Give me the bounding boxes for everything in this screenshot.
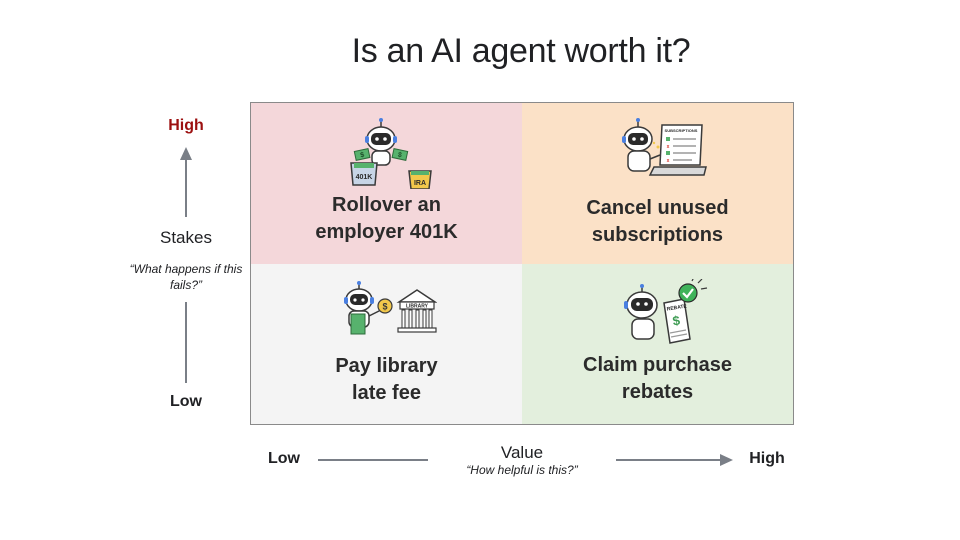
page-title: Is an AI agent worth it?	[351, 32, 691, 70]
quadrant-high-stakes-high-value: SUBSCRIPTIONS x x Cancel unused subscrip…	[522, 103, 793, 264]
quadrant-low-stakes-low-value: $ LIBRARY Pay library late fee	[251, 264, 522, 424]
y-axis-title: Stakes	[160, 228, 212, 247]
y-axis-low-label: Low	[170, 393, 202, 410]
svg-text:$: $	[672, 312, 682, 328]
svg-text:x: x	[667, 158, 670, 164]
x-axis-high-label: High	[749, 450, 785, 467]
quadrant-label-claim-rebates: Claim purchase rebates	[583, 354, 732, 403]
robot-library-icon: $ LIBRARY	[344, 281, 437, 335]
svg-text:$: $	[360, 152, 365, 160]
quadrant-label-cancel-subscriptions: Cancel unused subscriptions	[586, 197, 729, 246]
x-axis-right-arrow	[616, 454, 733, 466]
svg-text:$: $	[382, 302, 387, 312]
robot-moving-money-icon: $ $ 401K IRA	[350, 118, 432, 189]
robot-rebate-icon: REBATE $	[624, 279, 708, 344]
receipt-label: REBATE	[666, 303, 688, 312]
quadrant-grid: $ $ 401K IRA Rollover an employer 401K	[250, 102, 794, 425]
y-axis-subtitle: “What happens if this fails?”	[129, 262, 243, 292]
quadrant-high-stakes-low-value: $ $ 401K IRA Rollover an employer 401K	[251, 103, 522, 264]
jar-401k-label: 401K	[356, 174, 373, 181]
robot-laptop-icon: SUBSCRIPTIONS x x	[622, 118, 707, 176]
svg-text:$: $	[397, 152, 402, 160]
x-axis-low-label: Low	[268, 450, 300, 467]
library-building-label: LIBRARY	[406, 304, 429, 310]
x-axis-subtitle: “How helpful is this?”	[466, 463, 578, 477]
quadrant-label-pay-library-fee: Pay library late fee	[335, 355, 438, 404]
laptop-screen-label: SUBSCRIPTIONS	[665, 128, 698, 133]
svg-text:x: x	[667, 144, 670, 150]
y-axis-up-arrow	[180, 147, 192, 217]
quadrant-low-stakes-high-value: REBATE $ Claim purchase rebates	[522, 264, 793, 424]
x-axis-title: Value	[500, 443, 544, 462]
jar-ira-label: IRA	[414, 180, 426, 187]
y-axis-high-label: High	[168, 117, 204, 134]
quadrant-label-rollover-401k: Rollover an employer 401K	[315, 194, 458, 243]
